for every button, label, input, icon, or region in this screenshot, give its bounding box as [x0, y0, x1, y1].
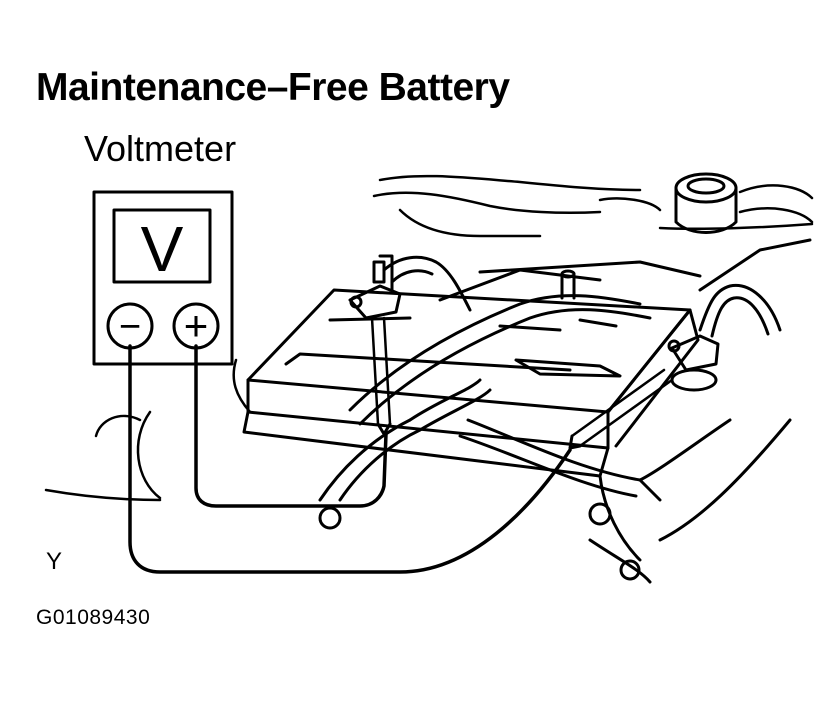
negative-terminal-clamp [667, 334, 720, 392]
negative-test-lead [128, 344, 572, 574]
voltmeter-display-letter: V [141, 213, 184, 285]
negative-cable [698, 283, 782, 338]
positive-cable [318, 255, 652, 502]
diagram-title: Maintenance–Free Battery [36, 66, 510, 109]
hold-down-bracket [318, 238, 812, 584]
negative-terminal-symbol: − [119, 306, 141, 348]
battery [242, 260, 702, 478]
positive-probe [370, 316, 392, 436]
voltmeter-label: Voltmeter [84, 128, 237, 169]
voltmeter [92, 190, 234, 366]
reservoir-cap [674, 172, 738, 234]
positive-terminal-symbol: + [184, 302, 209, 349]
positive-test-lead [194, 344, 388, 508]
positive-terminal-clamp [348, 254, 402, 320]
negative-probe [568, 368, 674, 450]
view-label: Y [46, 548, 63, 575]
figure-id: G01089430 [36, 606, 151, 629]
